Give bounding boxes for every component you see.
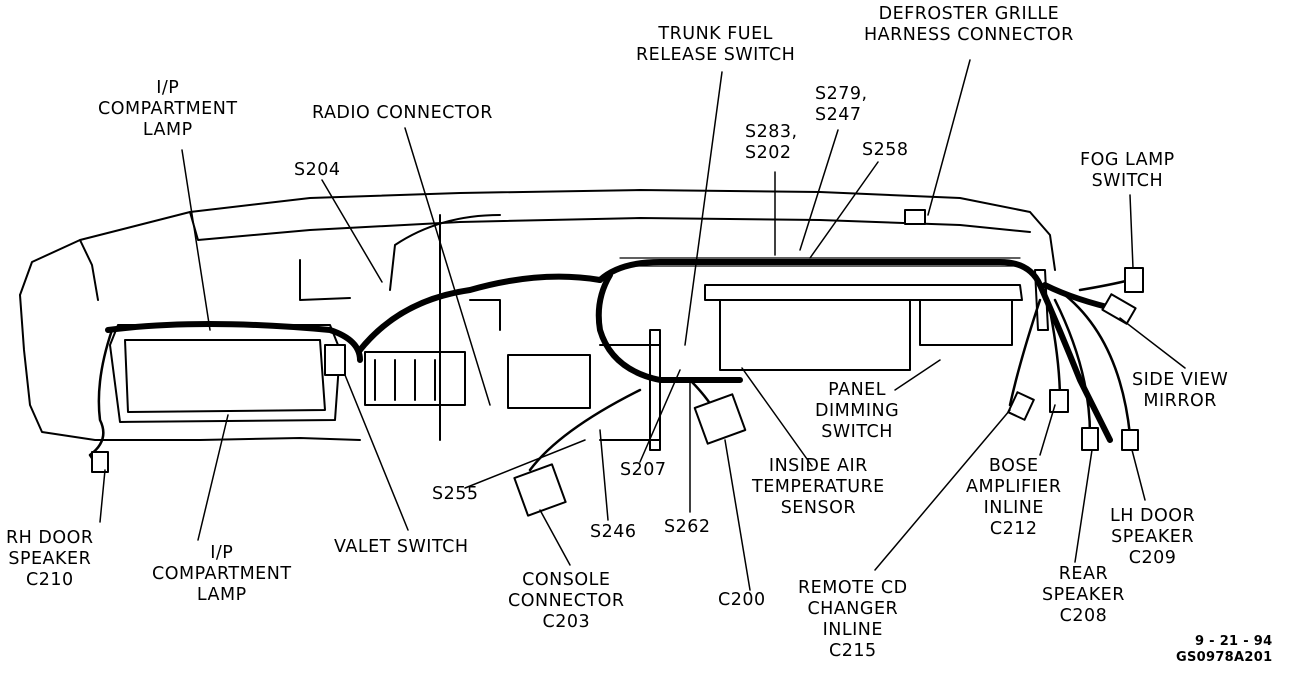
label-line: SIDE VIEW <box>1132 370 1229 390</box>
label-line: C203 <box>542 612 591 632</box>
s279-s247-label: S279, S247 <box>815 84 868 126</box>
trunk-fuel-release-switch-label: TRUNK FUEL RELEASE SWITCH <box>636 24 795 66</box>
s207-label: S207 <box>620 460 667 481</box>
label-line: PANEL <box>828 380 886 400</box>
figure-code: GS0978A201 <box>1176 650 1273 665</box>
label-line: CHANGER <box>807 599 899 619</box>
label-line: S204 <box>294 160 341 180</box>
label-line: C200 <box>718 590 766 610</box>
c200-label: C200 <box>718 590 766 611</box>
figure-footer: 9 - 21 - 94 GS0978A201 <box>1176 634 1272 666</box>
label-line: S255 <box>432 484 479 504</box>
label-line: S283, <box>745 122 798 142</box>
label-line: LAMP <box>196 585 247 605</box>
rear-speaker-lead <box>1053 298 1092 437</box>
label-line: SPEAKER <box>1111 527 1195 547</box>
label-line: C209 <box>1128 548 1177 568</box>
label-line: C212 <box>989 519 1038 539</box>
label-line: HARNESS CONNECTOR <box>864 25 1074 45</box>
inside-air-temperature-sensor-label: INSIDE AIR TEMPERATURE SENSOR <box>752 456 885 519</box>
label-line: AMPLIFIER <box>966 477 1062 497</box>
label-line: C208 <box>1059 606 1108 626</box>
s262-label: S262 <box>664 517 711 538</box>
label-line: CONSOLE <box>522 570 611 590</box>
label-line: INSIDE AIR <box>768 456 868 476</box>
s246-label: S246 <box>590 522 637 543</box>
label-line: C215 <box>828 641 877 661</box>
label-line: S279, <box>815 84 868 104</box>
figure-date: 9 - 21 - 94 <box>1195 634 1273 649</box>
leader-lines <box>99 59 1186 591</box>
rh-door-speaker-label: RH DOOR SPEAKER C210 <box>6 528 94 591</box>
s255-label: S255 <box>432 484 479 505</box>
label-line: RADIO CONNECTOR <box>312 103 493 123</box>
label-line: S246 <box>590 522 637 542</box>
ip-compartment <box>109 324 341 423</box>
label-line: DEFROSTER GRILLE <box>878 4 1060 24</box>
label-line: DIMMING <box>815 401 900 421</box>
label-line: REAR <box>1058 564 1109 584</box>
ip-compartment-lamp-bottom-label: I/P COMPARTMENT LAMP <box>152 543 292 606</box>
defroster-grille-connector-label: DEFROSTER GRILLE HARNESS CONNECTOR <box>864 4 1074 46</box>
label-line: COMPARTMENT <box>152 564 292 584</box>
connectors <box>91 209 1144 517</box>
label-line: VALET SWITCH <box>334 537 469 557</box>
label-line: MIRROR <box>1143 391 1217 411</box>
remote-cd-lead <box>1008 298 1042 407</box>
label-line: FOG LAMP <box>1080 150 1175 170</box>
rh-door-speaker-lead <box>88 328 114 472</box>
label-line: BOSE <box>988 456 1039 476</box>
s283-s202-label: S283, S202 <box>745 122 798 164</box>
panel-dimming-switch-label: PANEL DIMMING SWITCH <box>815 380 899 443</box>
label-line: REMOTE CD <box>798 578 908 598</box>
ip-compartment-lamp-top-label: I/P COMPARTMENT LAMP <box>98 78 238 141</box>
label-line: I/P <box>210 543 234 563</box>
label-line: LH DOOR <box>1110 506 1196 526</box>
label-line: COMPARTMENT <box>98 99 238 119</box>
label-line: SENSOR <box>780 498 857 518</box>
instrument-panel-outline <box>19 189 1056 451</box>
lh-door-speaker-lead <box>1063 293 1132 437</box>
label-line: S207 <box>620 460 667 480</box>
label-line: SPEAKER <box>8 549 92 569</box>
s204-label: S204 <box>294 160 341 181</box>
label-line: S258 <box>862 140 909 160</box>
console-lead <box>528 388 642 472</box>
remote-cd-changer-inline-label: REMOTE CD CHANGER INLINE C215 <box>798 578 908 662</box>
console-connector-label: CONSOLE CONNECTOR C203 <box>508 570 625 633</box>
bose-amplifier-inline-label: BOSE AMPLIFIER INLINE C212 <box>966 456 1061 540</box>
label-line: SWITCH <box>1091 171 1164 191</box>
rear-speaker-label: REAR SPEAKER C208 <box>1042 564 1125 627</box>
label-line: SPEAKER <box>1042 585 1125 605</box>
label-line: RELEASE SWITCH <box>636 45 796 65</box>
valet-switch-label: VALET SWITCH <box>334 537 469 558</box>
wiring-harness <box>105 259 1123 443</box>
label-line: LAMP <box>142 120 193 140</box>
fog-lamp-lead <box>1078 278 1132 292</box>
s258-label: S258 <box>862 140 909 161</box>
label-line: S202 <box>745 143 792 163</box>
label-line: RH DOOR <box>6 528 94 548</box>
label-line: INLINE <box>983 498 1044 518</box>
label-line: C210 <box>25 570 74 590</box>
label-line: S262 <box>664 517 711 537</box>
fog-lamp-switch-label: FOG LAMP SWITCH <box>1080 150 1175 192</box>
label-line: SWITCH <box>821 422 893 442</box>
label-line: CONNECTOR <box>508 591 625 611</box>
radio-connector-label: RADIO CONNECTOR <box>312 103 493 124</box>
label-line: I/P <box>156 78 180 98</box>
label-line: TEMPERATURE <box>752 477 885 497</box>
label-line: TRUNK FUEL <box>658 24 773 44</box>
side-view-mirror-label: SIDE VIEW MIRROR <box>1132 370 1228 412</box>
label-line: INLINE <box>822 620 883 640</box>
label-line: S247 <box>815 105 862 125</box>
lh-door-speaker-label: LH DOOR SPEAKER C209 <box>1110 506 1195 569</box>
